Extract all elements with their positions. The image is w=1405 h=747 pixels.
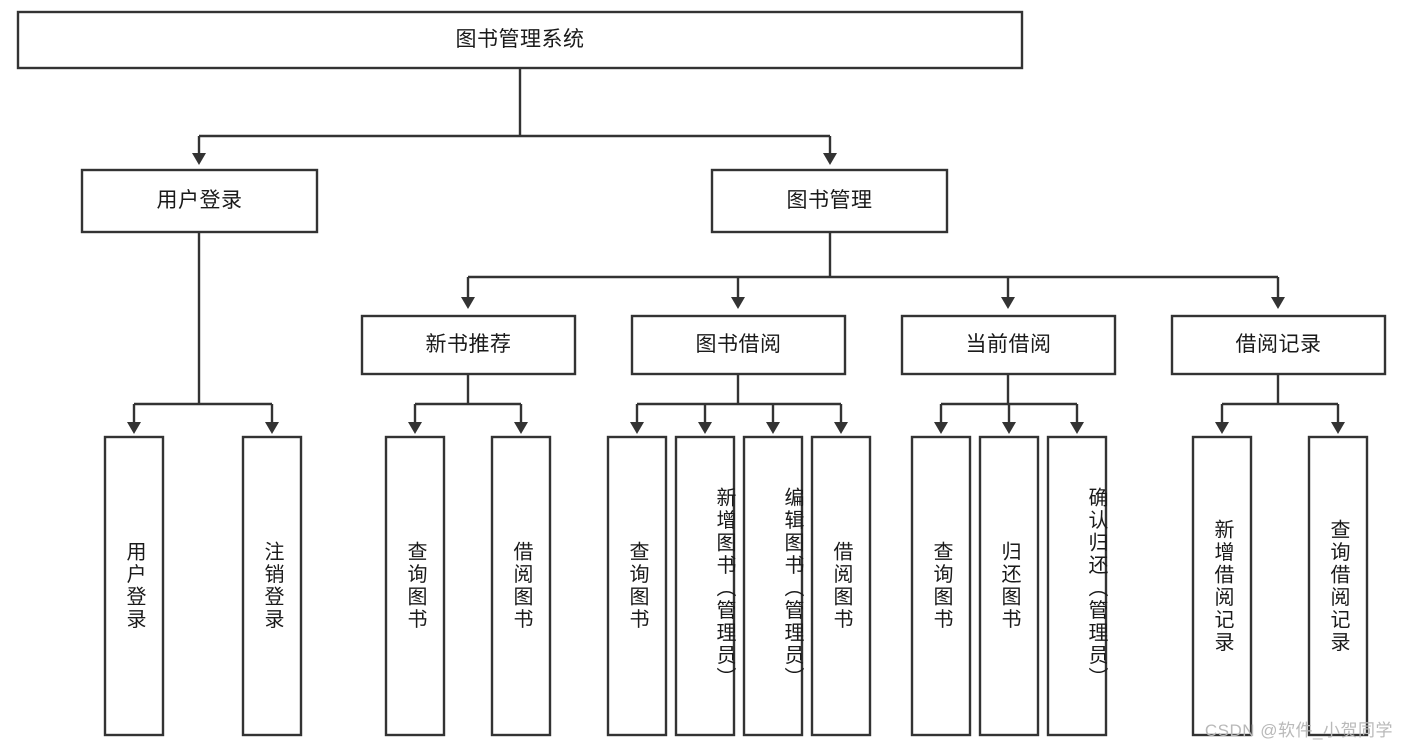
- node-book-borrow-box[interactable]: [630, 314, 847, 376]
- node-book-manage-box[interactable]: [710, 168, 949, 234]
- leaf-box-new-book-2[interactable]: [490, 435, 552, 737]
- leaf-box-book-borrow-2[interactable]: [674, 435, 736, 737]
- connector-book-manage-bus: [468, 232, 1278, 279]
- connector-book-borrow-bus: [637, 374, 841, 406]
- node-current-borrow-box[interactable]: [900, 314, 1117, 376]
- node-user-login-box[interactable]: [80, 168, 319, 234]
- leaf-box-user-login-2[interactable]: [241, 435, 303, 737]
- leaf-box-book-borrow-4[interactable]: [810, 435, 872, 737]
- watermark-text: CSDN @软件_小贺同学: [1204, 721, 1393, 740]
- leaf-box-user-login-1[interactable]: [103, 435, 165, 737]
- leaf-box-borrow-record-2[interactable]: [1307, 435, 1369, 737]
- leaf-box-current-borrow-3[interactable]: [1046, 435, 1108, 737]
- leaf-box-new-book-1[interactable]: [384, 435, 446, 737]
- node-root-box[interactable]: [16, 10, 1024, 70]
- leaf-box-current-borrow-2[interactable]: [978, 435, 1040, 737]
- node-new-book-box[interactable]: [360, 314, 577, 376]
- leaf-box-current-borrow-1[interactable]: [910, 435, 972, 737]
- leaf-box-book-borrow-1[interactable]: [606, 435, 668, 737]
- leaf-box-borrow-record-1[interactable]: [1191, 435, 1253, 737]
- leaf-box-book-borrow-3[interactable]: [742, 435, 804, 737]
- connector-borrow-record-bus: [1222, 374, 1338, 406]
- node-borrow-record-box[interactable]: [1170, 314, 1387, 376]
- connector-new-book-bus: [415, 374, 521, 406]
- connector-root-bus: [199, 68, 830, 138]
- connector-current-borrow-bus: [941, 374, 1077, 406]
- connector-user-login-bus: [134, 232, 272, 406]
